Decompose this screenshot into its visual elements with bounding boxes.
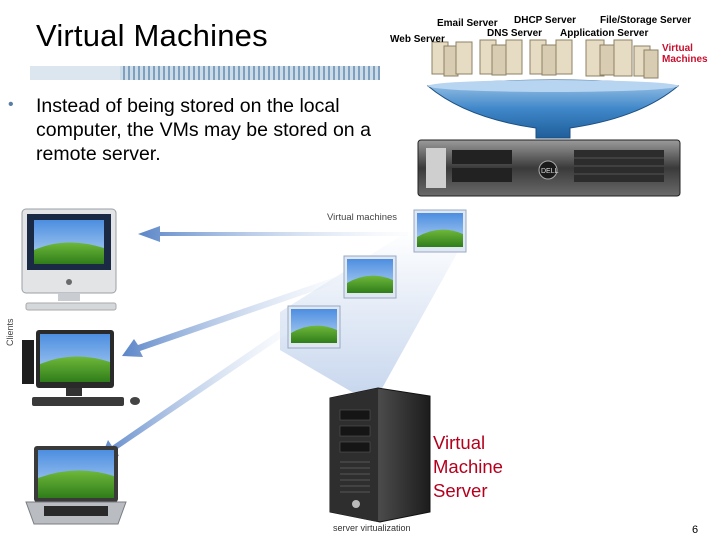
arrow-to-laptop — [100, 322, 296, 460]
bullet-text: Instead of being stored on the local com… — [36, 95, 371, 165]
label-virtual-machine-server: Virtual Machine Server — [433, 432, 503, 501]
arrow-to-desktop — [122, 274, 346, 357]
vm-thumbnail — [287, 305, 341, 349]
caption-server-virtualization: server virtualization — [333, 523, 411, 533]
title-underline-light — [30, 66, 120, 80]
virtualization-dish — [426, 79, 680, 139]
slide-title: Virtual Machines — [36, 18, 268, 53]
tower-server — [329, 387, 431, 523]
label-dhcp-server: DHCP Server — [514, 15, 577, 26]
label-email-server: Email Server — [437, 18, 498, 29]
bullet-marker: • — [8, 96, 14, 113]
caption-clients: Clients — [5, 318, 15, 346]
label-web-server: Web Server — [390, 34, 445, 45]
imac-client — [21, 208, 117, 311]
vm-light-cone — [280, 230, 470, 392]
vm-thumbnail — [413, 209, 467, 253]
label-file-storage-server: File/Storage Server — [600, 15, 692, 26]
label-dns-server: DNS Server — [487, 28, 543, 39]
svg-text:DELL: DELL — [541, 168, 559, 175]
label-virtual-machines-top: Virtual Machines — [662, 43, 708, 65]
rack-server: DELL — [417, 139, 681, 197]
server-tower-icons — [431, 39, 659, 79]
laptop-client — [25, 446, 127, 525]
label-application-server: Application Server — [560, 28, 649, 39]
desktop-client — [22, 330, 140, 406]
vm-thumbnail — [343, 255, 397, 299]
page-number: 6 — [692, 524, 699, 536]
arrow-to-imac — [138, 226, 408, 242]
caption-virtual-machines: Virtual machines — [327, 212, 398, 223]
